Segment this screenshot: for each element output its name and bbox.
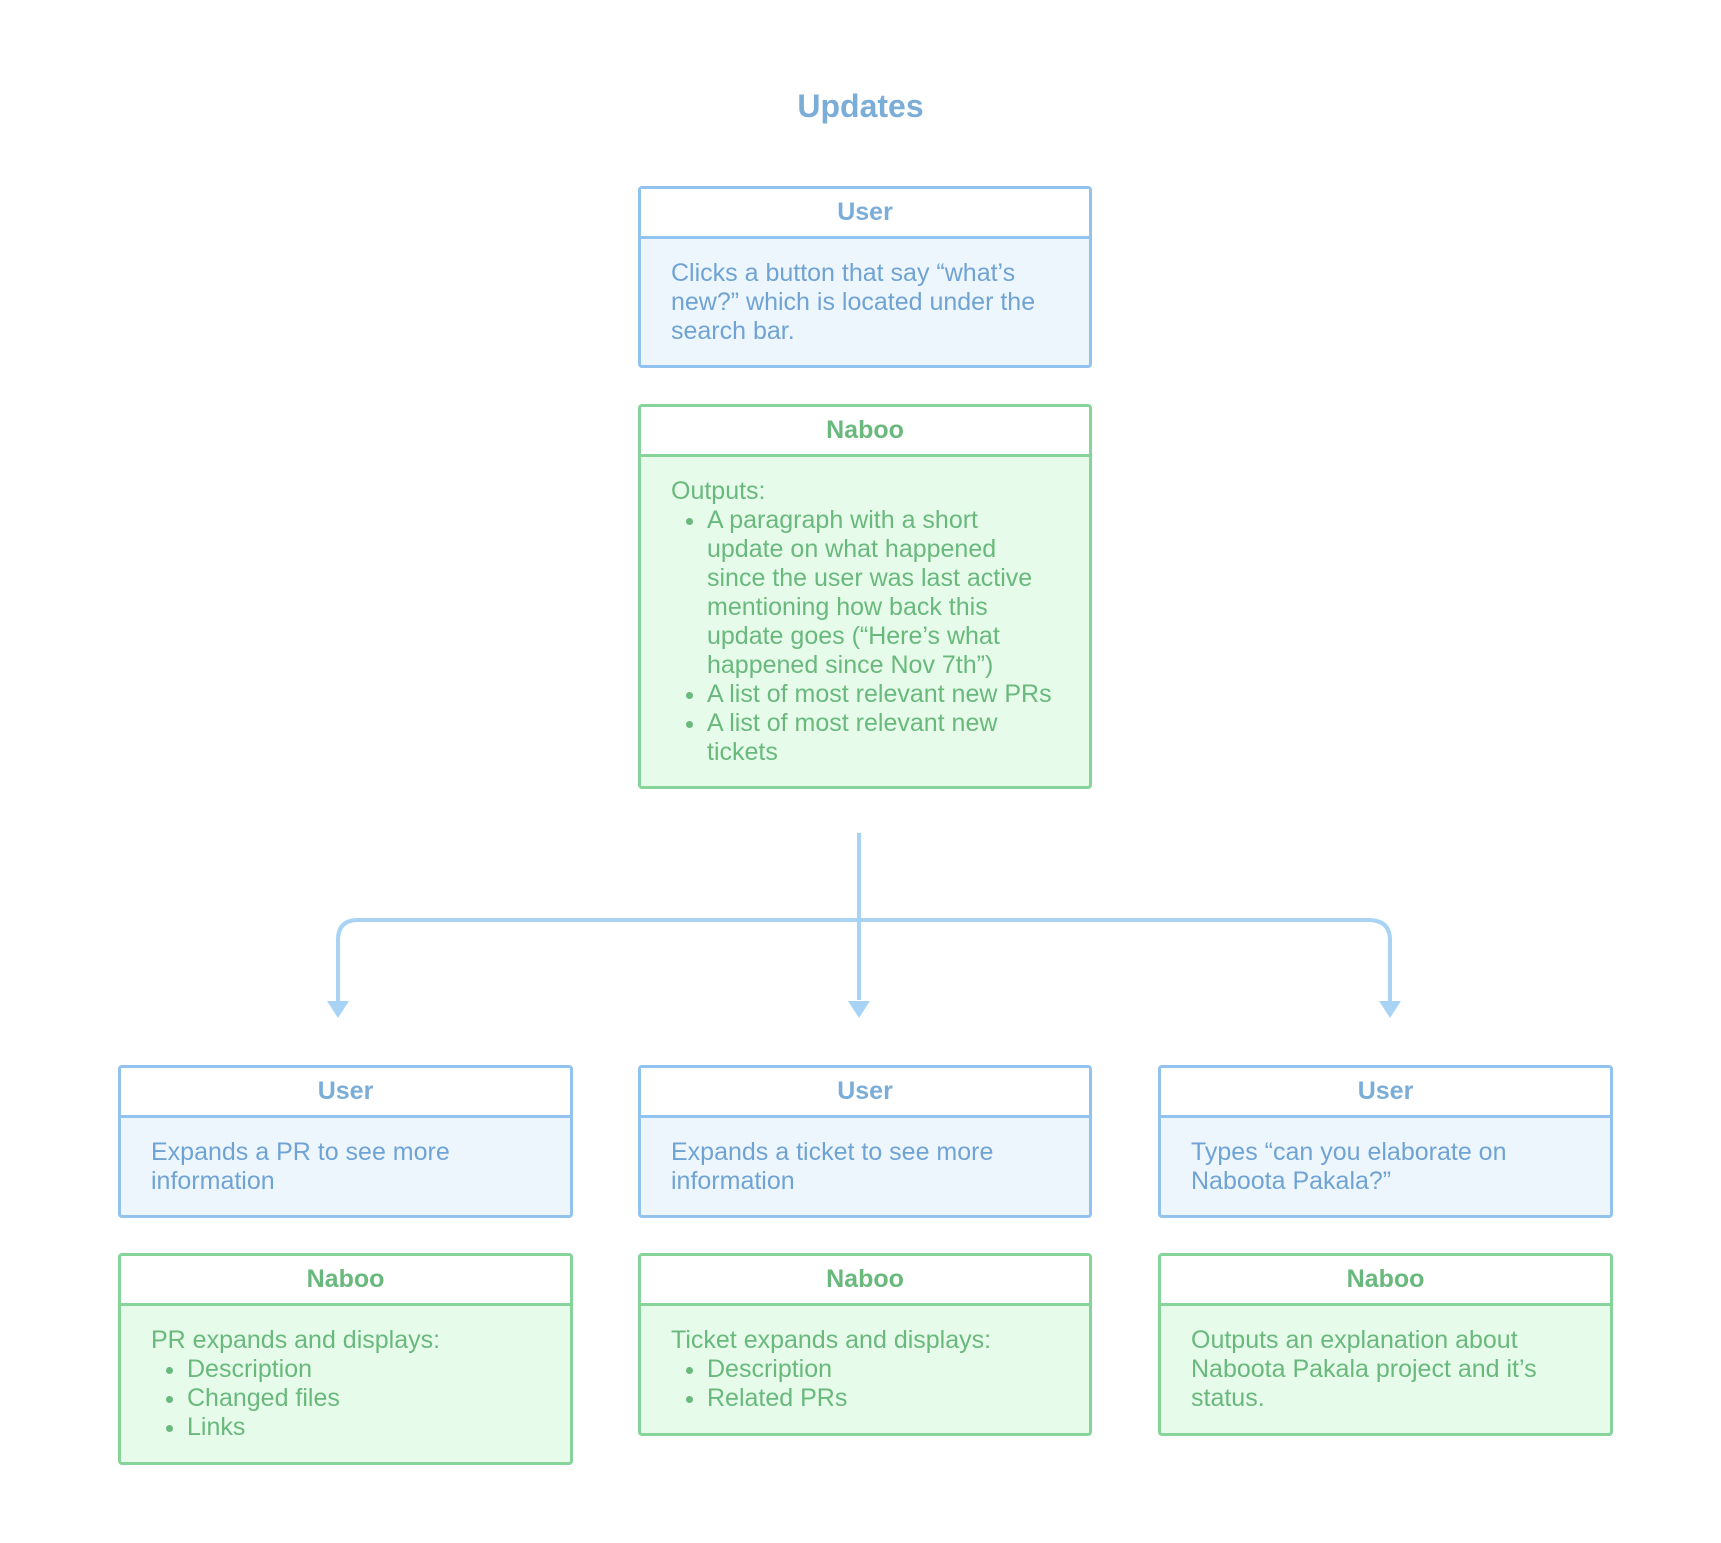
branch-3-naboo-card: Naboo Outputs an explanation about Naboo…	[1149, 1253, 1613, 1445]
branch-2-naboo-card-intro: Ticket expands and displays:	[671, 1326, 992, 1354]
diagram-title: Updates	[797, 88, 924, 124]
branch-3-user-card-text: Types “can you elaborate on Naboota Paka…	[1191, 1138, 1507, 1195]
branch-2-naboo-card-body: Ticket expands and displays: Description…	[641, 1306, 1089, 1431]
branch-1-naboo-card-intro: PR expands and displays:	[151, 1326, 441, 1354]
list-item: A list of most relevant new tickets	[707, 709, 1059, 767]
list-item: Links	[187, 1413, 540, 1442]
branch-2-user-card-header: User	[641, 1068, 1089, 1118]
branch-1-user-card-header: User	[121, 1068, 570, 1118]
arrowhead-left	[327, 1001, 349, 1018]
branch-1-naboo-card-header: Naboo	[121, 1256, 570, 1306]
branch-1-naboo-card: Naboo PR expands and displays: Descripti…	[109, 1253, 573, 1474]
branch-3-naboo-card-header: Naboo	[1161, 1256, 1610, 1306]
top-naboo-card-intro: Outputs:	[671, 477, 766, 505]
branch-2-naboo-card-list: Description Related PRs	[671, 1355, 1059, 1413]
top-user-card: User Clicks a button that say “what’s ne…	[629, 186, 1092, 377]
list-item: A list of most relevant new PRs	[707, 680, 1059, 709]
branch-1-naboo-card-body: PR expands and displays: Description Cha…	[121, 1306, 570, 1460]
arrowhead-center	[848, 1001, 870, 1018]
branch-2-user-card: User Expands a ticket to see more inform…	[629, 1065, 1092, 1227]
list-item: Related PRs	[707, 1384, 1059, 1413]
arrowhead-right	[1379, 1001, 1401, 1018]
branch-3-user-card-header: User	[1161, 1068, 1610, 1118]
branch-3-user-card: User Types “can you elaborate on Naboota…	[1149, 1065, 1613, 1227]
top-naboo-card-body: Outputs: A paragraph with a short update…	[641, 457, 1089, 785]
branch-2-user-card-text: Expands a ticket to see more information	[671, 1138, 994, 1195]
top-user-card-header: User	[641, 189, 1089, 239]
branch-1-user-card-text: Expands a PR to see more information	[151, 1138, 450, 1195]
branch-1-naboo-card-list: Description Changed files Links	[151, 1355, 540, 1442]
branch-2-naboo-card-header: Naboo	[641, 1256, 1089, 1306]
top-naboo-card-list: A paragraph with a short update on what …	[671, 506, 1059, 767]
connector-horizontal	[336, 918, 1392, 1002]
list-item: Changed files	[187, 1384, 540, 1413]
branch-1-user-card: User Expands a PR to see more informatio…	[109, 1065, 573, 1227]
top-naboo-card: Naboo Outputs: A paragraph with a short …	[629, 404, 1092, 798]
top-user-card-text: Clicks a button that say “what’s new?” w…	[671, 259, 1036, 345]
list-item: Description	[707, 1355, 1059, 1384]
branch-2-naboo-card: Naboo Ticket expands and displays: Descr…	[629, 1253, 1092, 1445]
branch-3-naboo-card-text: Outputs an explanation about Naboota Pak…	[1191, 1326, 1537, 1412]
top-naboo-card-header: Naboo	[641, 407, 1089, 457]
list-item: A paragraph with a short update on what …	[707, 506, 1059, 680]
list-item: Description	[187, 1355, 540, 1384]
